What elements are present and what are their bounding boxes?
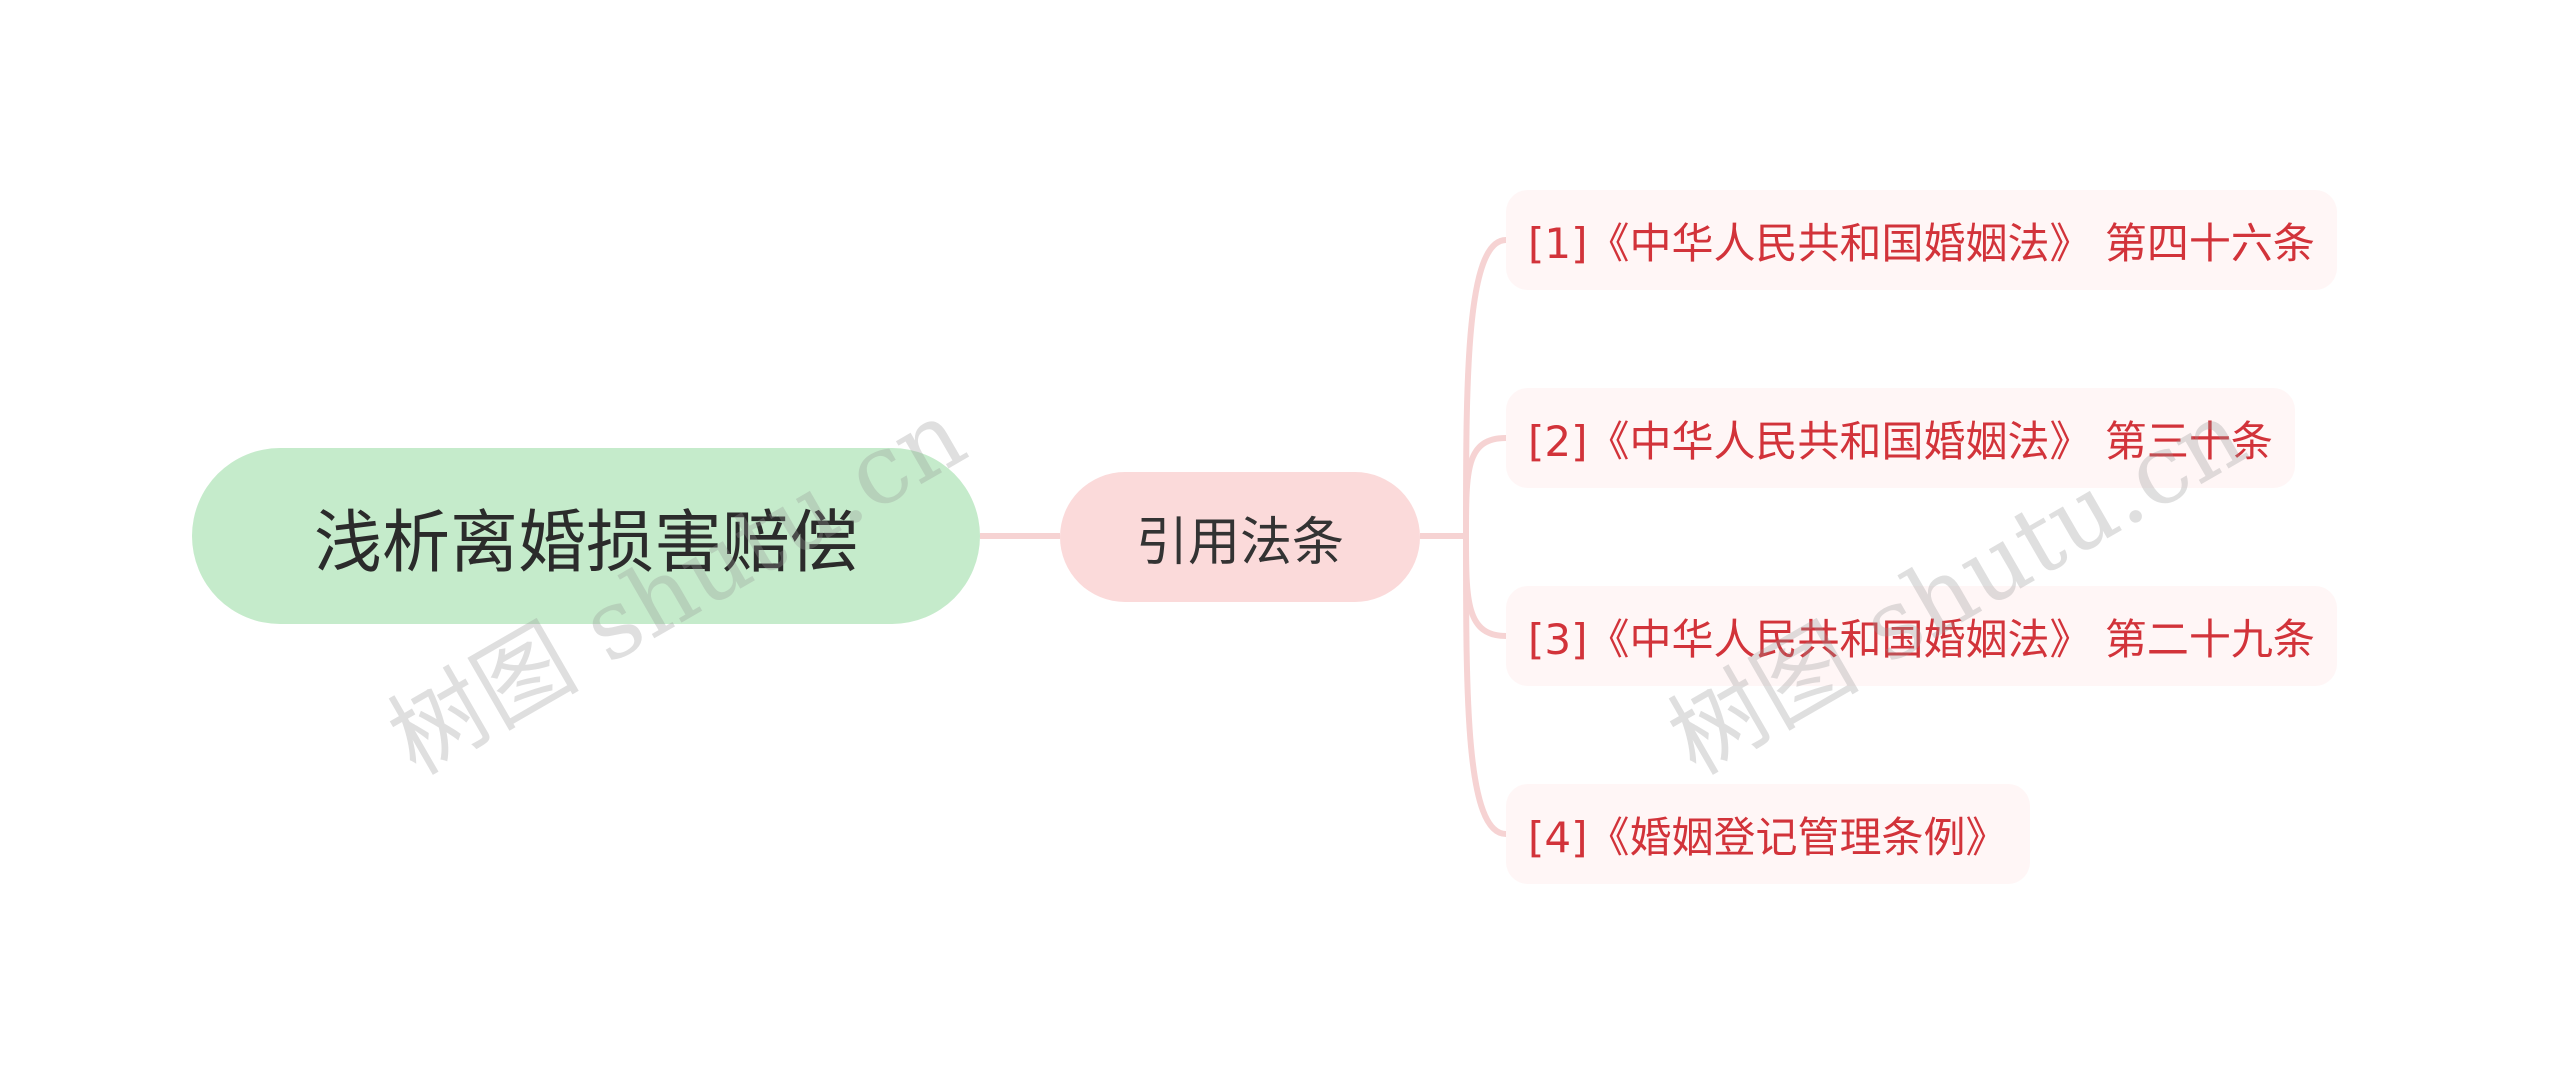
- leaf-2-connector: [1463, 435, 1507, 537]
- leaf-topic-label: [1]《中华人民共和国婚姻法》 第四十六条: [1528, 218, 2315, 268]
- leaf-topic-label: [4]《婚姻登记管理条例》: [1528, 812, 2008, 862]
- leaf-3-connector: [1463, 535, 1507, 639]
- leaf-topic-node[interactable]: [1]《中华人民共和国婚姻法》 第四十六条: [1506, 190, 2337, 290]
- root-topic-label: 浅析离婚损害赔偿: [313, 503, 858, 583]
- leaf-1-connector: [1463, 237, 1507, 537]
- branch-topic-label: 引用法条: [1135, 512, 1344, 573]
- leaf-topic-label: [2]《中华人民共和国婚姻法》 第三十条: [1528, 416, 2273, 466]
- leaf-4-connector: [1463, 535, 1507, 837]
- leaf-topic-node[interactable]: [2]《中华人民共和国婚姻法》 第三十条: [1506, 388, 2295, 488]
- root-topic-node[interactable]: 浅析离婚损害赔偿: [192, 448, 980, 624]
- leaf-topic-node[interactable]: [4]《婚姻登记管理条例》: [1506, 784, 2030, 884]
- leaf-topic-label: [3]《中华人民共和国婚姻法》 第二十九条: [1528, 614, 2315, 664]
- branch-topic-node[interactable]: 引用法条: [1060, 472, 1420, 602]
- leaf-topic-node[interactable]: [3]《中华人民共和国婚姻法》 第二十九条: [1506, 586, 2337, 686]
